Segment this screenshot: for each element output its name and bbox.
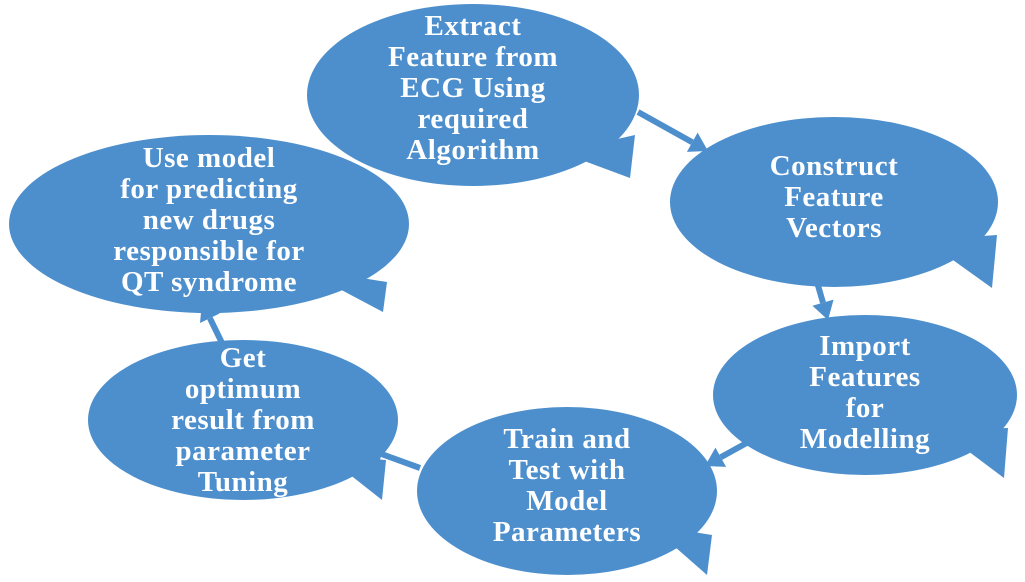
node-label-line: Import bbox=[819, 330, 911, 362]
node-label-line: QT syndrome bbox=[121, 266, 297, 298]
arrow-extract-construct bbox=[636, 109, 708, 152]
node-label-line: result from bbox=[171, 404, 315, 436]
node-label-line: Test with bbox=[508, 454, 625, 486]
arrow-head bbox=[686, 132, 708, 152]
arrow-construct-import bbox=[812, 281, 834, 320]
arrow-shaft bbox=[380, 451, 422, 471]
node-label-line: Get bbox=[220, 342, 267, 374]
bubble-tail bbox=[560, 135, 635, 178]
arrow-head bbox=[705, 447, 727, 467]
node-label-line: for bbox=[846, 392, 885, 424]
node-label-line: required bbox=[418, 103, 529, 135]
bubble-ellipse bbox=[9, 135, 409, 313]
node-label-line: responsible for bbox=[113, 235, 304, 267]
node-label-line: Parameters bbox=[493, 516, 641, 548]
node-label-line: optimum bbox=[185, 373, 301, 405]
arrow-head bbox=[812, 299, 834, 320]
node-label-line: Tuning bbox=[198, 466, 289, 498]
node-label-line: ECG Using bbox=[400, 72, 546, 104]
node-label-line: Model bbox=[526, 485, 607, 517]
node-label-line: Feature bbox=[784, 181, 884, 213]
node-label-line: Modelling bbox=[800, 423, 930, 455]
bubble-ellipse bbox=[88, 340, 398, 500]
bubble-ellipse bbox=[417, 407, 717, 575]
bubble-ellipse bbox=[307, 4, 639, 186]
arrow-shaft bbox=[636, 109, 694, 145]
node-label-line: for predicting bbox=[120, 173, 298, 205]
node-label-line: Use model bbox=[143, 142, 276, 174]
bubble-ellipse bbox=[670, 117, 998, 287]
node-label-line: Construct bbox=[770, 150, 899, 182]
node-label-line: Extract bbox=[425, 10, 522, 42]
node-label-line: Features bbox=[809, 361, 920, 393]
bubble-ellipse bbox=[713, 315, 1017, 475]
arrow-shaft bbox=[207, 316, 225, 345]
node-label-line: Feature from bbox=[388, 41, 558, 73]
node-label-line: parameter bbox=[176, 435, 311, 467]
node-label-line: Train and bbox=[503, 423, 630, 455]
node-label-line: Vectors bbox=[786, 212, 882, 244]
node-label-line: Algorithm bbox=[406, 134, 539, 166]
node-label-line: new drugs bbox=[143, 204, 276, 236]
